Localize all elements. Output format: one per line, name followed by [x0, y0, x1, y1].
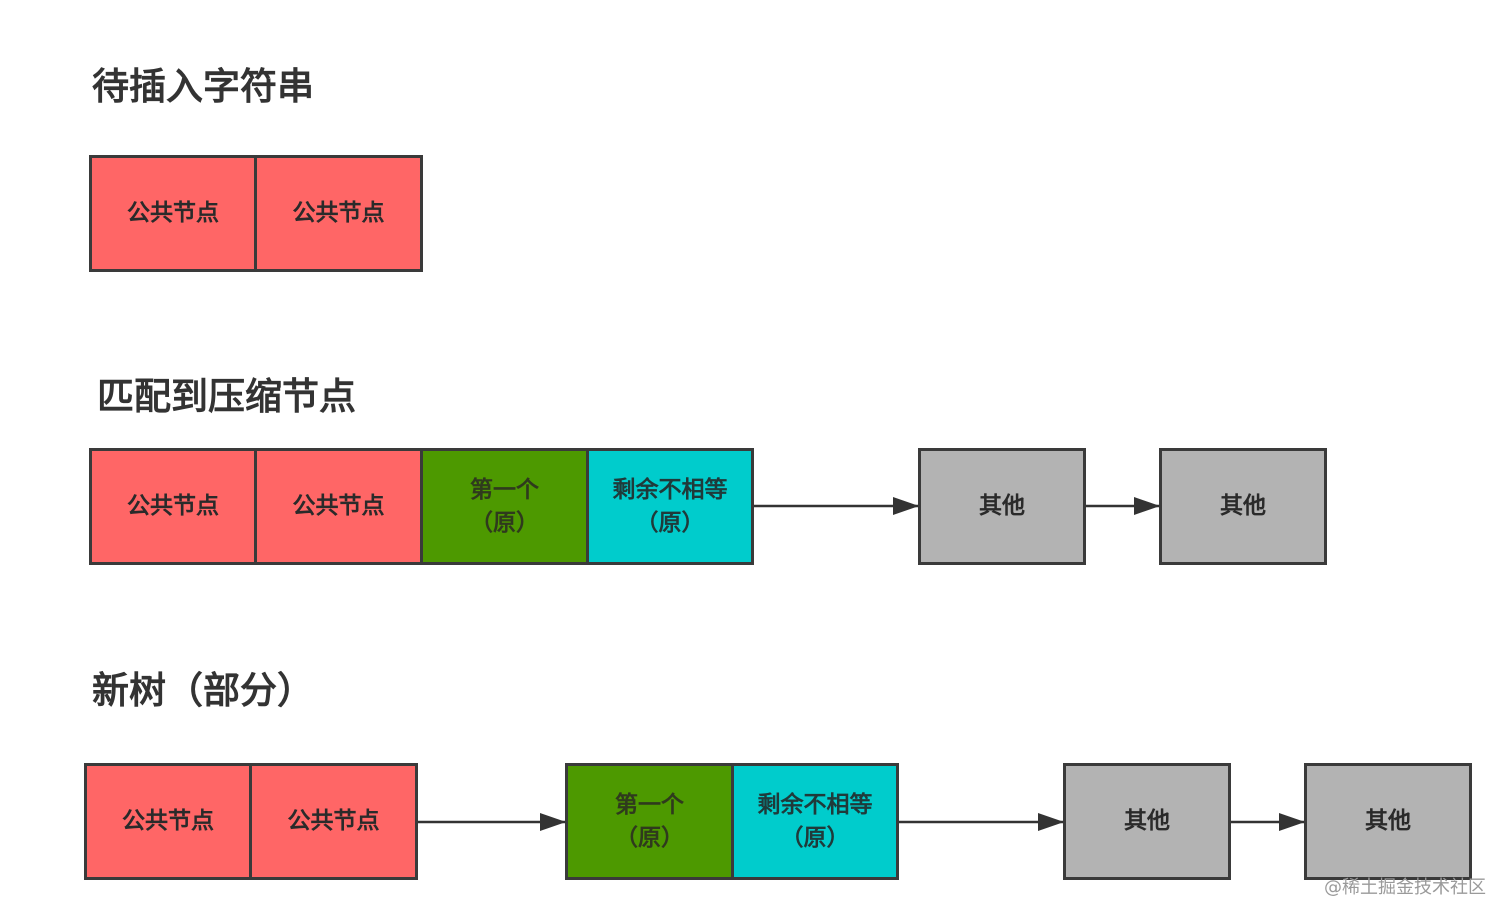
rest-node: 剩余不相等 （原） — [731, 763, 899, 880]
node-label-line1: 第一个 — [470, 477, 539, 504]
watermark: @稀土掘金技术社区 — [1324, 877, 1486, 898]
node-label: 公共节点 — [127, 200, 219, 227]
node-label: 其他 — [1365, 808, 1411, 835]
node-label: 公共节点 — [292, 493, 385, 520]
rest-node: 剩余不相等 （原） — [586, 448, 754, 565]
common-node: 公共节点 — [249, 763, 418, 880]
other-node: 其他 — [1304, 763, 1472, 880]
other-node: 其他 — [1159, 448, 1327, 565]
common-node: 公共节点 — [254, 155, 423, 272]
first-node: 第一个 （原） — [565, 763, 734, 880]
other-node: 其他 — [918, 448, 1086, 565]
node-label-line2: （原） — [635, 509, 705, 536]
common-node: 公共节点 — [254, 448, 423, 565]
node-label-line2: （原） — [780, 824, 850, 851]
section-title-insert: 待插入字符串 — [92, 65, 314, 108]
common-node: 公共节点 — [89, 448, 257, 565]
common-node: 公共节点 — [84, 763, 252, 880]
node-label: 公共节点 — [122, 808, 214, 835]
other-node: 其他 — [1063, 763, 1231, 880]
node-label-line1: 剩余不相等 — [612, 477, 728, 504]
section-title-newtree: 新树（部分） — [92, 669, 314, 712]
first-node: 第一个 （原） — [420, 448, 589, 565]
node-label: 公共节点 — [287, 808, 380, 835]
node-label: 其他 — [979, 493, 1025, 520]
node-label-line1: 第一个 — [615, 792, 684, 819]
section-title-match: 匹配到压缩节点 — [97, 375, 356, 418]
node-label: 其他 — [1220, 493, 1266, 520]
node-label-line2: （原） — [470, 509, 539, 536]
node-label: 公共节点 — [127, 493, 219, 520]
node-label: 其他 — [1124, 808, 1170, 835]
node-label-line2: （原） — [615, 824, 684, 851]
node-label-line1: 剩余不相等 — [757, 792, 873, 819]
node-label: 公共节点 — [292, 200, 385, 227]
common-node: 公共节点 — [89, 155, 257, 272]
